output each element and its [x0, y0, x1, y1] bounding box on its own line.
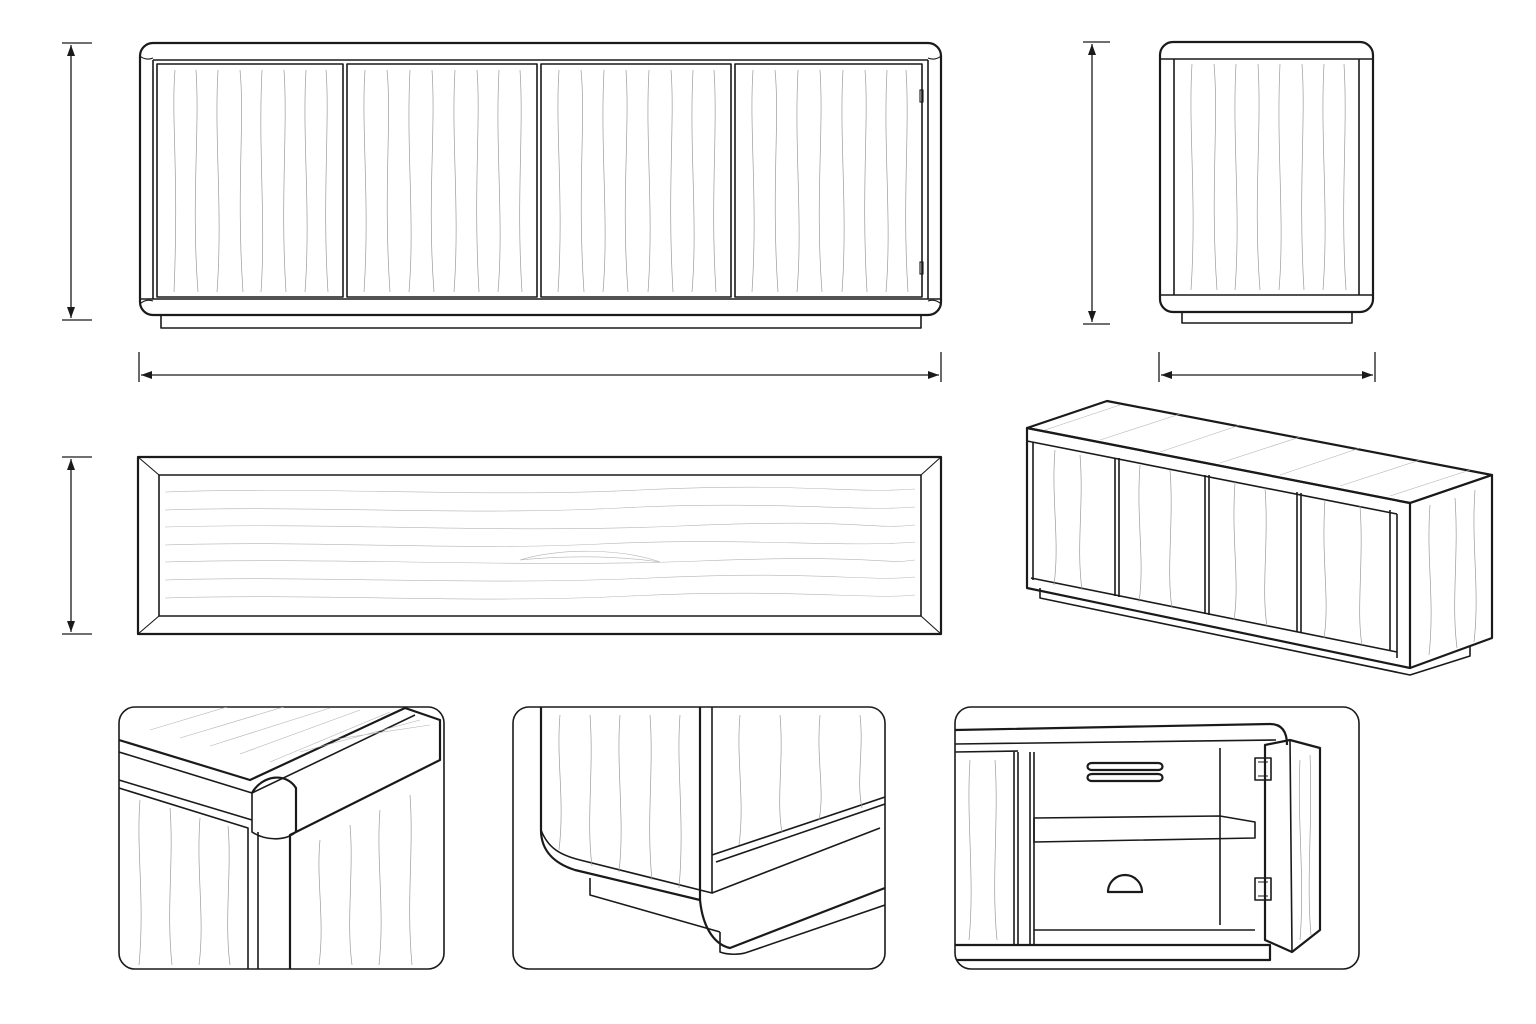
- side-elevation: [1158, 40, 1375, 324]
- side-frame-lines: [1160, 58, 1373, 296]
- front-plinth: [160, 314, 922, 329]
- front-elevation: [138, 41, 943, 329]
- plan-grain: [164, 486, 916, 600]
- vent-slot-upper: [1086, 761, 1164, 772]
- hinge-upper-icon: [1254, 757, 1272, 781]
- iso-top-grain: [1044, 404, 1471, 497]
- iso-side-face: [1409, 473, 1494, 670]
- side-plinth: [1181, 311, 1353, 324]
- plan-inner-bevel: [158, 474, 922, 617]
- hinge-upper: [919, 89, 924, 103]
- iso-door-grain: [1053, 449, 1363, 646]
- hinge-lower-icon: [1254, 877, 1272, 901]
- front-corner-tr: [927, 55, 942, 60]
- detail-frame-c: [954, 706, 1360, 970]
- front-frame-lines: [140, 59, 941, 300]
- front-door-3: [540, 63, 732, 298]
- iso-side-grain: [1428, 489, 1477, 656]
- plan-outline: [136, 455, 943, 636]
- iso-plinth: [1039, 588, 1471, 676]
- front-door-2: [346, 63, 538, 298]
- iso-frame-lines: [1026, 440, 1398, 658]
- vent-slot-lower: [1086, 772, 1164, 783]
- front-width-dimension: [138, 352, 942, 382]
- interior-shelf: [1033, 815, 1256, 843]
- detail-corner-top: [118, 706, 445, 970]
- plan-grain-knot: [519, 550, 661, 563]
- iso-front-face: [1025, 426, 1412, 670]
- front-corner-br: [927, 299, 942, 305]
- plan-depth-dimension: [62, 456, 92, 635]
- side-height-dimension: [1083, 41, 1110, 325]
- top-plan-view: [136, 455, 943, 636]
- front-height-dimension: [62, 42, 92, 321]
- iso-door-seams: [1032, 442, 1391, 650]
- iso-top: [1025, 399, 1494, 505]
- side-depth-dimension: [1158, 352, 1376, 382]
- detail-open-interior: [954, 706, 1360, 970]
- front-corner-bl: [139, 299, 154, 305]
- cable-cutout: [1106, 873, 1144, 894]
- front-door-1: [156, 63, 344, 298]
- detail-plinth-corner: [512, 706, 886, 970]
- hinge-lower: [919, 261, 924, 275]
- side-grain: [1190, 63, 1347, 291]
- front-corner-tl: [139, 55, 154, 60]
- isometric-view: [1025, 399, 1494, 676]
- plan-miter-lines: [137, 456, 942, 635]
- front-door-4: [734, 63, 924, 298]
